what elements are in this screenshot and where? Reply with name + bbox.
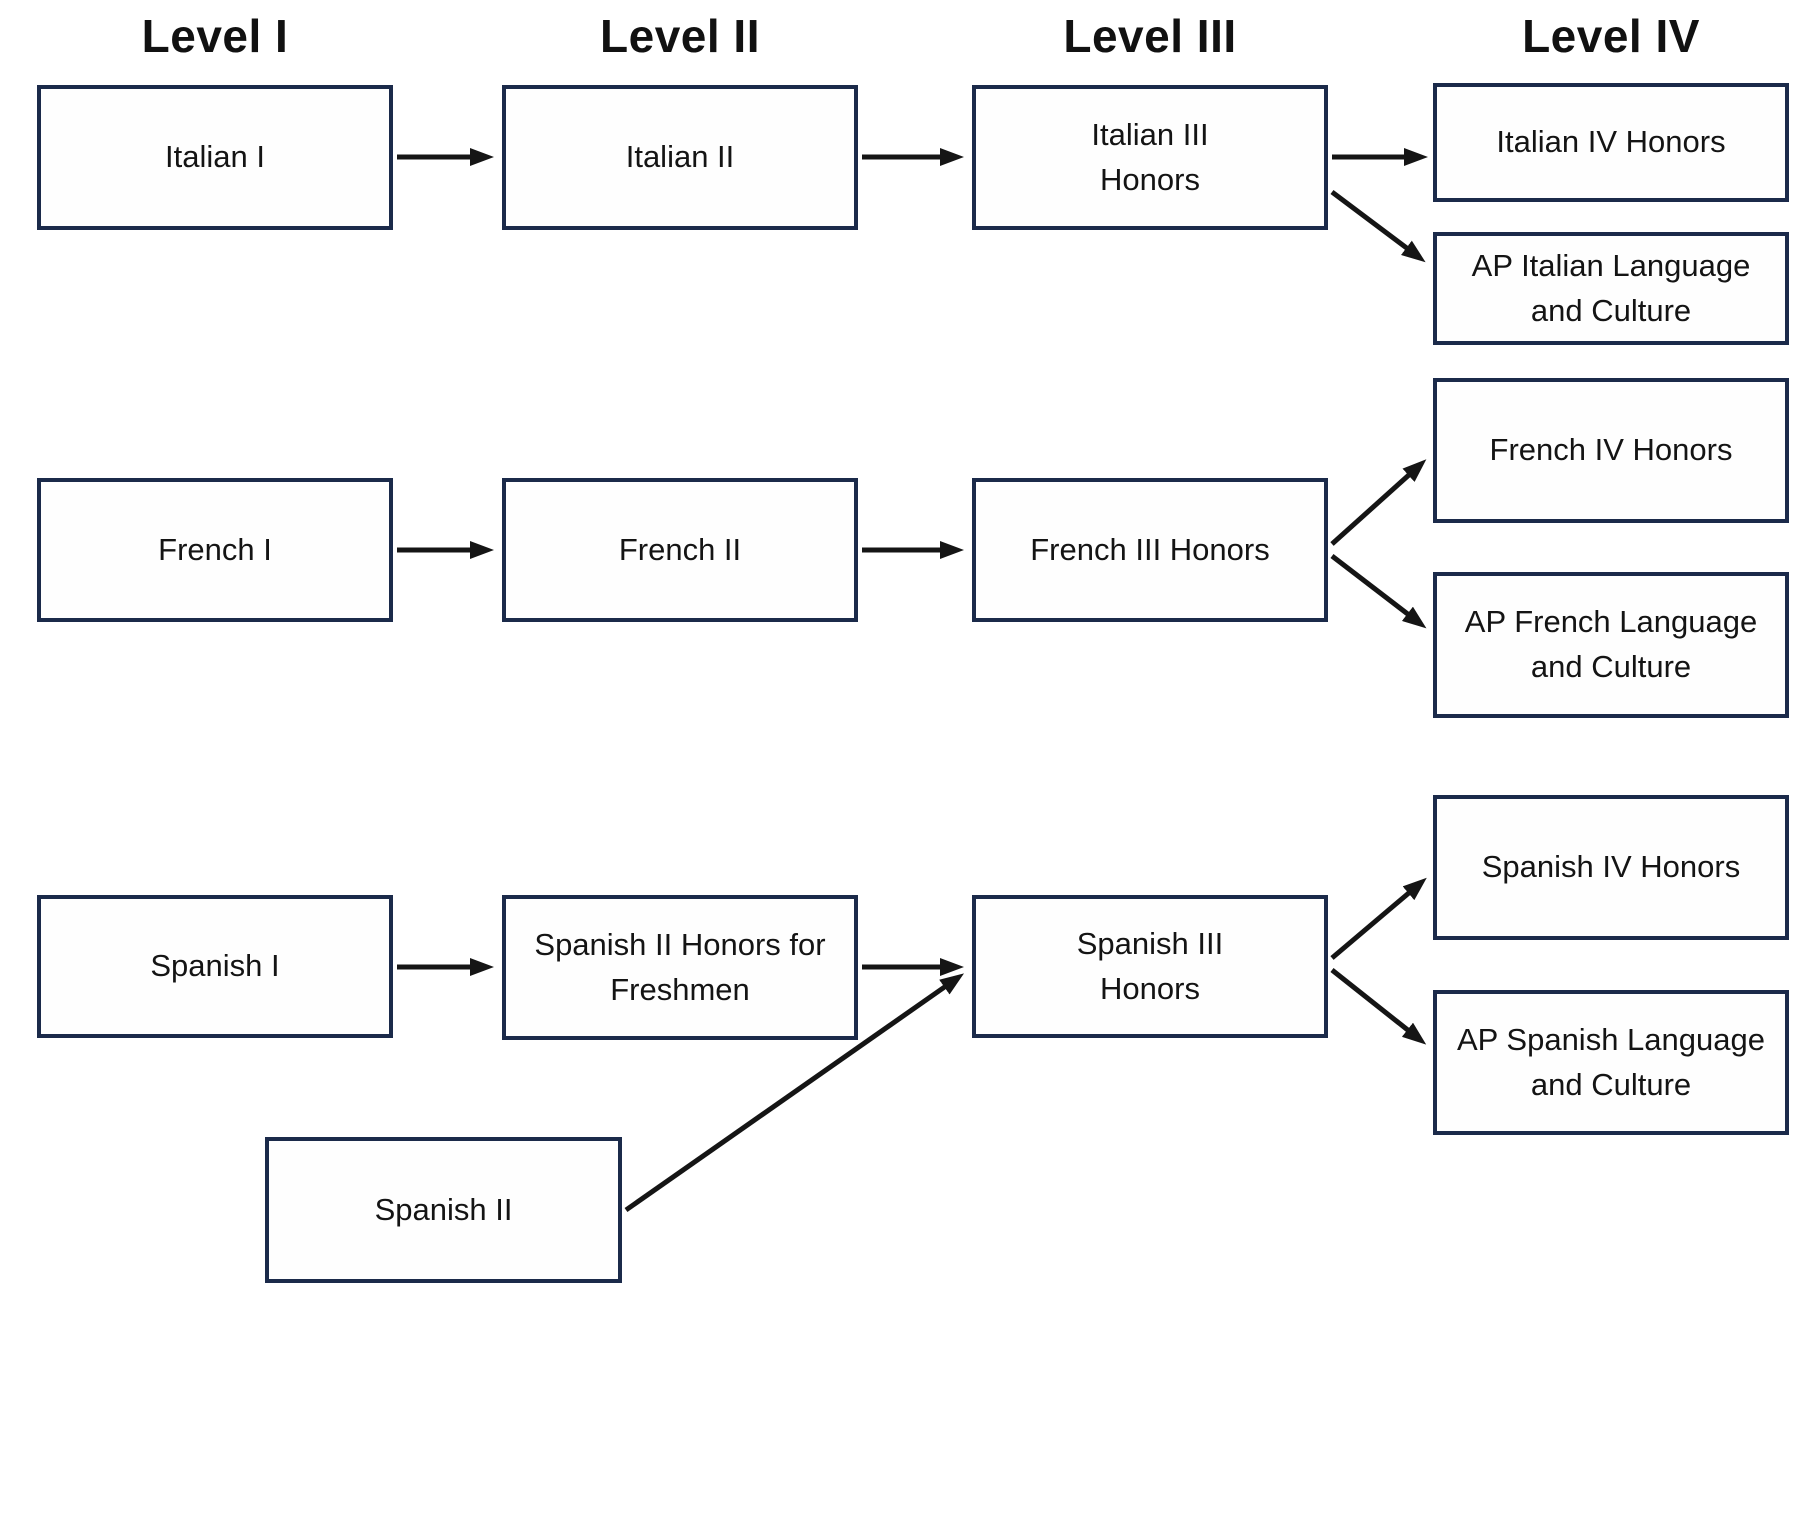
course-box-ap-italian: AP Italian Language and Culture (1433, 232, 1789, 345)
course-box-label: AP Italian Language and Culture (1471, 247, 1751, 328)
course-box-label: Italian II (625, 139, 735, 175)
course-box-label: French I (158, 531, 272, 567)
course-box-italian-iv-honors: Italian IV Honors (1433, 83, 1789, 202)
course-box-label: Spanish IV Honors (1481, 849, 1741, 885)
course-box-label: Italian IV Honors (1496, 124, 1726, 160)
course-box-italian-iii-honors: Italian III Honors (972, 85, 1328, 230)
course-box-label: Italian I (165, 139, 265, 175)
course-box-label: French IV Honors (1489, 432, 1733, 468)
column-header-level-iii: Level III (1063, 10, 1237, 62)
course-box-italian-ii: Italian II (502, 85, 858, 230)
arrow-italian-iii-honors-to-ap-italian (1330, 190, 1426, 263)
course-box-spanish-ii-honors-freshmen: Spanish II Honors for Freshmen (502, 895, 858, 1040)
course-box-spanish-ii: Spanish II (265, 1137, 622, 1283)
column-header-level-i: Level I (141, 10, 289, 62)
course-box-spanish-iv-honors: Spanish IV Honors (1433, 795, 1789, 940)
arrow-french-iii-honors-to-ap-french (1330, 554, 1427, 629)
course-box-label: Spanish III Honors (1076, 925, 1224, 1006)
course-box-label: Spanish II (374, 1191, 513, 1227)
course-box-french-i: French I (37, 478, 393, 622)
course-box-label: Spanish I (150, 948, 280, 984)
course-box-ap-spanish: AP Spanish Language and Culture (1433, 990, 1789, 1135)
course-box-label: French III Honors (1030, 531, 1270, 567)
course-box-label: Italian III Honors (1091, 116, 1209, 197)
course-box-french-iv-honors: French IV Honors (1433, 378, 1789, 523)
course-box-spanish-i: Spanish I (37, 895, 393, 1038)
course-box-label: AP French Language and Culture (1464, 604, 1758, 684)
course-box-french-ii: French II (502, 478, 858, 622)
arrow-french-iii-honors-to-french-iv-honors (1330, 459, 1427, 546)
course-box-ap-french: AP French Language and Culture (1433, 572, 1789, 718)
column-header-level-ii: Level II (600, 10, 760, 62)
course-box-label: French II (618, 531, 742, 567)
course-box-spanish-iii-honors: Spanish III Honors (972, 895, 1328, 1038)
course-box-label: AP Spanish Language and Culture (1457, 1021, 1765, 1102)
course-box-italian-i: Italian I (37, 85, 393, 230)
arrow-spanish-iii-honors-to-spanish-iv-honors (1330, 877, 1427, 960)
arrow-spanish-iii-honors-to-ap-spanish (1330, 968, 1427, 1045)
course-box-french-iii-honors: French III Honors (972, 478, 1328, 622)
column-header-level-iv: Level IV (1522, 10, 1700, 62)
course-box-label: Spanish II Honors for Freshmen (534, 926, 826, 1007)
